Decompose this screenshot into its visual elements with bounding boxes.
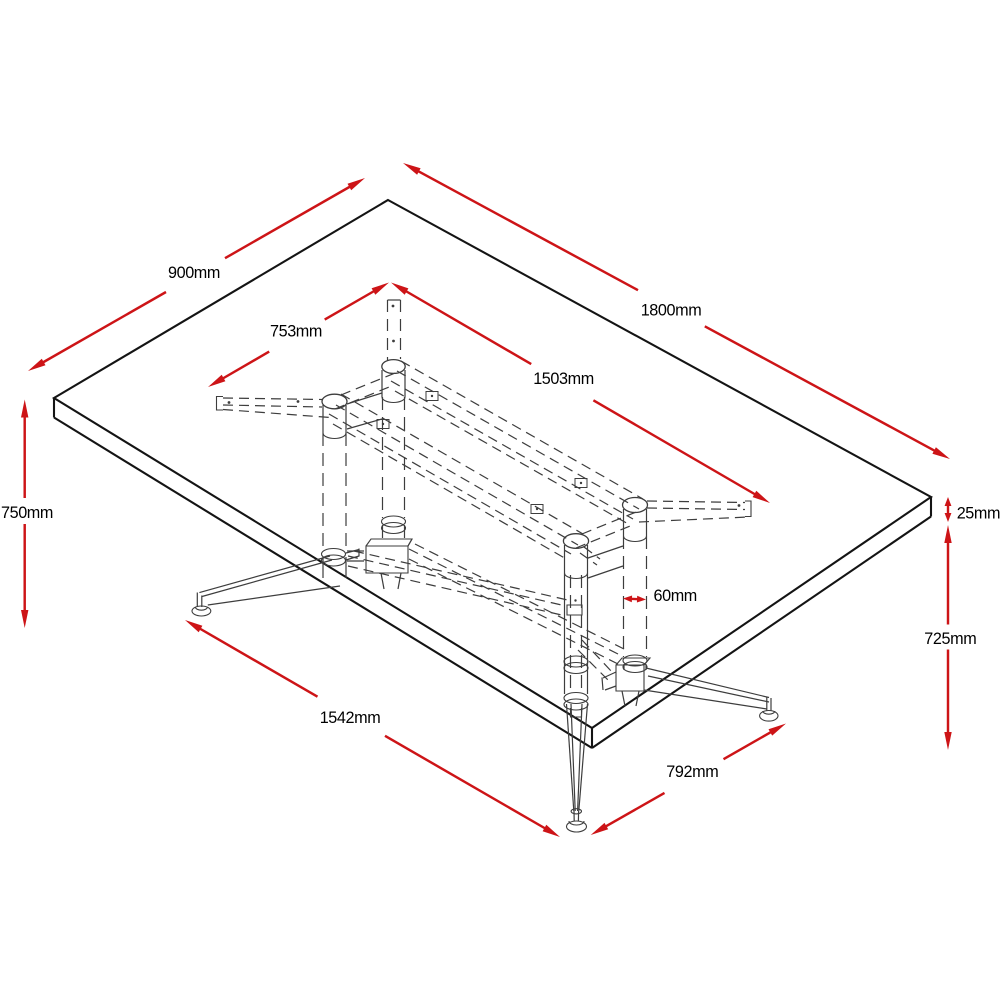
svg-text:60mm: 60mm [654, 587, 697, 605]
svg-text:25mm: 25mm [957, 505, 1000, 523]
svg-text:753mm: 753mm [270, 323, 322, 341]
svg-text:1542mm: 1542mm [320, 709, 381, 727]
svg-text:1800mm: 1800mm [641, 302, 702, 320]
svg-text:792mm: 792mm [666, 763, 718, 781]
svg-text:1503mm: 1503mm [533, 370, 594, 388]
svg-text:725mm: 725mm [924, 630, 976, 648]
svg-text:900mm: 900mm [168, 264, 220, 282]
svg-text:750mm: 750mm [1, 504, 53, 522]
